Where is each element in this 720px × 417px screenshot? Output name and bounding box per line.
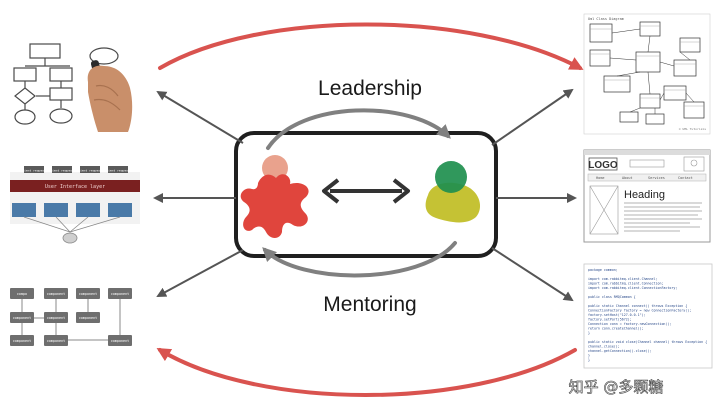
component-label-8: component [13, 339, 31, 343]
client-request-2: client requests [48, 169, 75, 173]
wireframe-heading: Heading [624, 189, 665, 201]
code-line-14: return conn.createChannel(); [588, 327, 644, 331]
spoke-to-components [156, 249, 244, 297]
ui-layer-label: User Interface layer [45, 184, 105, 190]
client-requests: client requests client requests client r… [20, 166, 132, 173]
ui-layer-bar [10, 180, 140, 192]
code-line-13: Connection conn = factory.newConnection(… [588, 322, 671, 326]
mentee-head [435, 161, 467, 193]
wireframe-nav-1: Home [596, 176, 604, 180]
code-line-7: public class RMQCommon { [588, 295, 636, 299]
mentee-body [425, 182, 481, 223]
watermark: 知乎 @多颗糖 [569, 378, 664, 396]
uml-diagram: Uml Class Diagram [583, 13, 711, 135]
code-line-9: public static Channel connect() throws E… [588, 304, 687, 308]
uml-footer: © UML Tutorials [679, 127, 706, 131]
component-label-7: component [79, 316, 97, 320]
wireframe-nav-4: Contact [678, 176, 693, 180]
code-editor: package common; import com.rabbitmq.clie… [583, 263, 713, 369]
code-line-10: ConnectionFactory factory = new Connecti… [588, 309, 691, 313]
flowchart-sketch [13, 43, 119, 125]
center-box [234, 131, 498, 258]
wireframe-logo: LOGO [588, 160, 618, 171]
spoke-to-code [491, 247, 574, 302]
wireframe-nav: Home About Services Contact [587, 173, 707, 182]
client-request-3: client requests [76, 169, 103, 173]
component-label-6: component [47, 316, 65, 320]
exchange-arrow [322, 178, 410, 204]
mentee-figure [425, 161, 481, 223]
top-red-arc [158, 22, 584, 70]
mentoring-cycle-arrow [262, 241, 457, 278]
client-request-1: client requests [20, 169, 47, 173]
spoke-to-flowchart [156, 90, 244, 144]
uml-title: Uml Class Diagram [588, 17, 624, 21]
component-label-5: component [13, 316, 31, 320]
bottom-red-arc [156, 347, 577, 397]
spoke-to-uml [491, 88, 574, 146]
code-line-11: factory.setHost("127.0.0.1"); [588, 313, 646, 317]
architecture-diagram: client requests client requests client r… [10, 166, 140, 244]
component-label-1: compo [17, 292, 27, 296]
wireframe-nav-2: About [622, 176, 633, 180]
code-line-12: factory.setPort(5672); [588, 318, 632, 322]
code-line-5: import com.rabbitmq.client.ConnectionFac… [588, 286, 677, 290]
hand-with-marker [87, 60, 133, 132]
component-label-10: component [111, 339, 129, 343]
code-line-1: package common; [588, 268, 618, 272]
code-lines: package common; import com.rabbitmq.clie… [588, 268, 707, 362]
code-line-3: import com.rabbitmq.client.Channel; [588, 277, 657, 281]
wireframe-nav-3: Services [648, 176, 665, 180]
leader-body [240, 174, 309, 238]
leader-figure [240, 155, 309, 238]
wireframe-mockup: LOGO Home About Services Contact Heading [583, 149, 711, 243]
code-line-21: } [588, 358, 590, 362]
leadership-label: Leadership [318, 77, 422, 100]
leadership-cycle-arrow [266, 108, 451, 150]
mentoring-label: Mentoring [323, 293, 416, 316]
component-diagram: compo component component component comp… [10, 288, 132, 346]
service-blocks [12, 203, 132, 217]
component-label-3: component [79, 292, 97, 296]
component-label-9: component [47, 339, 65, 343]
code-line-20: } [588, 354, 590, 358]
code-line-4: import com.rabbitmq.client.Connection; [588, 282, 663, 286]
code-line-17: public static void close(Channel channel… [588, 340, 707, 344]
component-label-4: component [111, 292, 129, 296]
code-line-18: channel.close(); [588, 345, 620, 349]
code-line-19: channel.getConnection().close(); [588, 349, 652, 353]
component-label-2: component [47, 292, 65, 296]
code-line-15: } [588, 331, 590, 335]
client-request-4: client requests [104, 169, 131, 173]
database-icon [62, 232, 78, 244]
